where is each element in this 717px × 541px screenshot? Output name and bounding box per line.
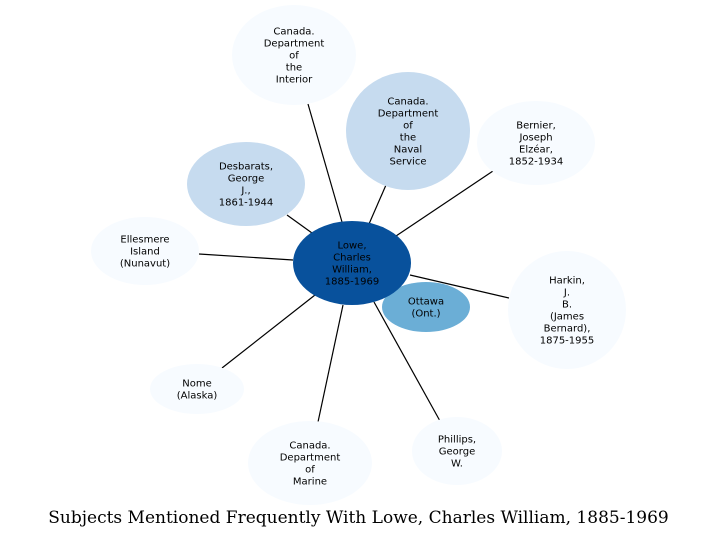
node-naval-label-line: of (403, 121, 413, 132)
node-naval-bubble (346, 72, 470, 190)
node-marine-label-line: Department (280, 453, 341, 464)
node-lowe-label-line: 1885-1969 (325, 277, 380, 288)
node-harkin-label-line: Harkin, (549, 276, 585, 287)
node-ottawa[interactable]: Ottawa(Ont.) (382, 282, 470, 332)
edge-lowe-nome (221, 294, 316, 369)
node-lowe-label-line: Lowe, (337, 241, 366, 252)
node-harkin-label-line: Bernard), (544, 324, 591, 335)
node-marine-label-line: of (305, 465, 315, 476)
node-interior-label-line: Canada. (273, 27, 314, 38)
node-bernier-label-line: Elzéar, (519, 144, 553, 156)
node-interior-label-line: Department (264, 39, 325, 50)
node-lowe-label-line: William, (332, 265, 372, 276)
node-harkin-label-line: 1875-1955 (540, 336, 595, 347)
node-phillips-label-line: W. (451, 459, 463, 470)
node-bernier-bubble (477, 101, 595, 185)
node-ottawa-label-line: Ottawa (408, 297, 444, 308)
node-bernier-label-line: Bernier, (516, 121, 556, 132)
node-bernier-label-line: Joseph (518, 133, 552, 144)
node-naval-label-line: Service (390, 157, 427, 168)
node-phillips-bubble (412, 417, 502, 485)
node-phillips-label-line: Phillips, (438, 435, 476, 446)
node-ottawa-label-line: (Ont.) (411, 309, 440, 320)
edge-lowe-harkin (409, 274, 510, 299)
node-nome[interactable]: Nome(Alaska) (150, 364, 244, 414)
edge-lowe-desbarats (286, 214, 313, 234)
node-harkin-bubble (508, 251, 626, 369)
node-ellesmere-label-line: Island (130, 247, 160, 258)
node-desbarats-label-line: George (228, 174, 264, 185)
node-interior-bubble (232, 5, 356, 105)
node-naval-label-line: Naval (394, 145, 422, 156)
edge-lowe-marine (317, 304, 344, 423)
node-ottawa-bubble (382, 282, 470, 332)
node-interior-label-line: Interior (276, 75, 313, 86)
edge-lowe-phillips (373, 301, 441, 422)
node-interior-label-line: the (286, 63, 302, 74)
node-harkin-label-line: B. (562, 300, 572, 311)
edges-layer (198, 103, 510, 423)
edge-lowe-bernier (395, 170, 494, 237)
node-desbarats-label-line: Desbarats, (219, 162, 273, 173)
node-naval-label-line: the (400, 133, 416, 144)
node-phillips-label-line: George (439, 447, 475, 458)
node-naval-label-line: Department (378, 109, 439, 120)
edge-lowe-naval (368, 184, 387, 225)
node-marine-label-line: Canada. (289, 441, 330, 452)
node-desbarats-label-line: 1861-1944 (219, 198, 274, 209)
node-desbarats-bubble (187, 142, 305, 226)
node-lowe-label-line: Charles (333, 253, 371, 264)
node-nome-label-line: Nome (182, 379, 212, 390)
node-nome-bubble (150, 364, 244, 414)
node-lowe-bubble (293, 221, 411, 305)
node-naval-label-line: Canada. (387, 97, 428, 108)
node-bernier-label-line: 1852-1934 (509, 157, 564, 168)
node-harkin-label-line: J. (563, 288, 570, 299)
edge-lowe-ellesmere (198, 253, 294, 261)
diagram-caption: Subjects Mentioned Frequently With Lowe,… (48, 508, 669, 528)
edge-lowe-interior (307, 103, 343, 223)
node-nome-label-line: (Alaska) (177, 391, 218, 402)
nodes-layer: Canada.DepartmentoftheInteriorCanada.Dep… (91, 5, 626, 505)
node-harkin-label-line: (James (550, 312, 584, 323)
node-marine-label-line: Marine (293, 477, 327, 488)
node-ellesmere-bubble (91, 217, 199, 285)
node-ellesmere-label-line: (Nunavut) (120, 259, 170, 270)
node-interior-label-line: of (289, 51, 299, 62)
node-marine-bubble (248, 421, 372, 505)
node-desbarats-label-line: J., (240, 186, 250, 197)
node-ellesmere-label-line: Ellesmere (120, 235, 169, 246)
